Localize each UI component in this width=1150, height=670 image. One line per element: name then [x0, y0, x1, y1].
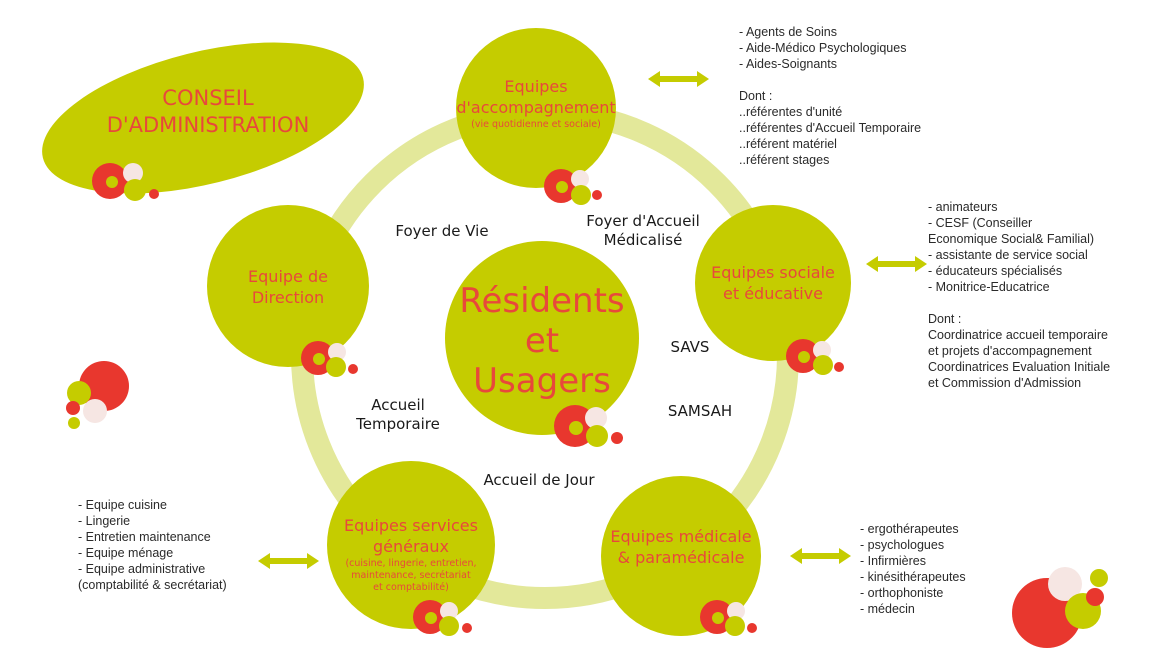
node-accompagnement-circle: [456, 28, 616, 188]
node-generaux-subtitle: (cuisine, lingerie, entretien, maintenan…: [345, 557, 477, 593]
node-medicale-title: Equipes médicale & paramédicale: [610, 527, 752, 567]
center-node: Résidents et Usagers: [452, 278, 632, 404]
list-generaux: - Equipe cuisine - Lingerie - Entretien …: [78, 498, 227, 592]
label-accueil-jour: Accueil de Jour: [483, 471, 595, 489]
dots-left-decoration: [66, 361, 129, 429]
node-direction-circle: [207, 205, 369, 367]
node-sociale: Equipes sociale et éducative: [700, 258, 846, 308]
node-generaux-title: Equipes services généraux: [344, 515, 478, 556]
node-generaux-circle: [327, 461, 495, 629]
dots-direction: [301, 341, 358, 377]
dots-center: [554, 405, 623, 447]
node-accompagnement-subtitle: (vie quotidienne et sociale): [471, 118, 601, 130]
conseil-label: CONSEIL D'ADMINISTRATION: [78, 72, 338, 152]
list-medicale: - ergothérapeutes - psychologues - Infir…: [860, 522, 966, 616]
label-savs: SAVS: [670, 338, 710, 356]
list-sociale: - animateurs - CESF (Conseiller Economiq…: [928, 200, 1111, 390]
node-generaux: Equipes services généraux (cuisine, ling…: [327, 506, 495, 602]
dots-sociale: [786, 339, 844, 375]
list-accompagnement: - Agents de Soins - Aide-Médico Psycholo…: [739, 25, 922, 167]
arrow-sociale: [866, 256, 927, 272]
node-direction: Equipe de Direction: [210, 262, 366, 312]
conseil-title: CONSEIL D'ADMINISTRATION: [106, 86, 310, 137]
dots-conseil: [92, 163, 159, 201]
node-accompagnement-title: Equipes d'accompagnement: [456, 76, 616, 117]
arrow-generaux: [258, 553, 319, 569]
node-medicale-circle: [601, 476, 761, 636]
label-accueil-temporaire: Accueil Temporaire: [356, 396, 440, 433]
dots-medicale: [700, 600, 757, 636]
label-foyer-vie: Foyer de Vie: [395, 222, 489, 240]
node-sociale-title: Equipes sociale et éducative: [711, 263, 835, 303]
node-medicale: Equipes médicale & paramédicale: [601, 522, 761, 572]
node-sociale-circle: [695, 205, 851, 361]
dots-accompagnement: [544, 169, 602, 205]
center-circle: [445, 241, 639, 435]
dots-generaux: [413, 600, 472, 636]
node-direction-title: Equipe de Direction: [248, 267, 328, 307]
center-title: Résidents et Usagers: [459, 281, 625, 401]
label-samsah: SAMSAH: [667, 402, 733, 420]
arrows: [258, 71, 927, 569]
label-fam: Foyer d'Accueil Médicalisé: [586, 212, 700, 249]
node-accompagnement: Equipes d'accompagnement (vie quotidienn…: [456, 68, 616, 138]
dots-right-decoration: [1012, 567, 1108, 648]
arrow-medicale: [790, 548, 851, 564]
arrow-accompagnement: [648, 71, 709, 87]
conseil-ellipse: [42, 42, 364, 194]
